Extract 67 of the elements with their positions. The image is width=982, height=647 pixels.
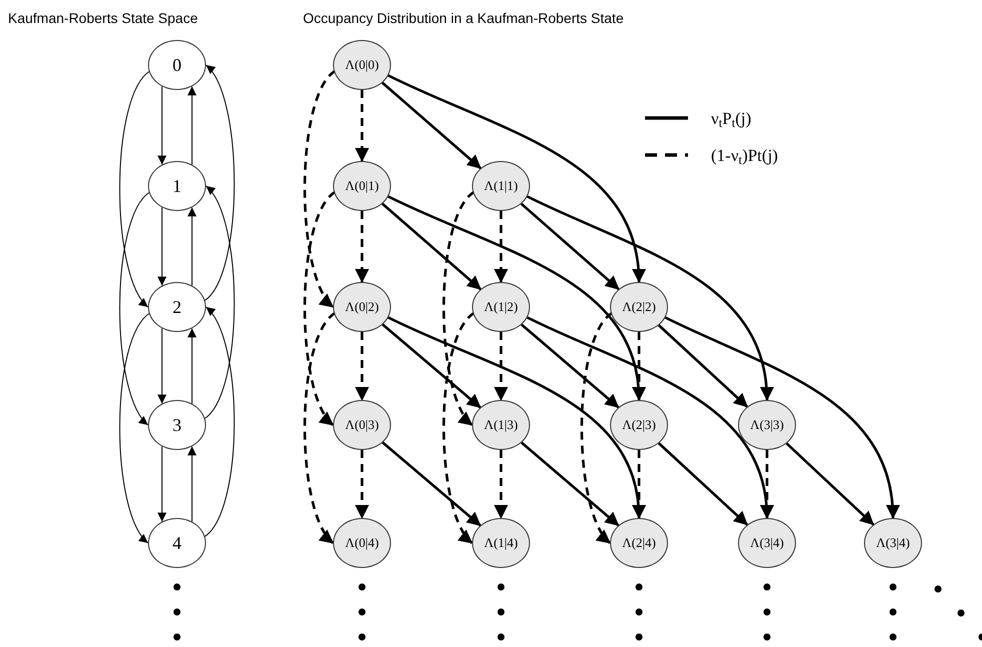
arrow [204,306,235,538]
state-ellipse: Λ(1|2) [472,282,530,332]
arrow [388,74,645,283]
arrow [119,312,150,544]
arrow [188,206,196,286]
state-ellipse: Λ(1|4) [472,518,530,568]
arrow [158,328,166,404]
arrow [632,332,646,401]
state-ellipse: Λ(2|2) [610,282,668,332]
state-ellipse: Λ(2|3) [610,400,668,450]
state-ellipse: Λ(3|4) [864,518,922,568]
arrow [188,446,196,522]
state-ellipse: Λ(0|1) [333,161,391,211]
arrow [658,324,748,408]
state-ellipse: Λ(0|4) [333,518,391,568]
arrow [520,442,620,526]
arrow [355,90,369,162]
arrow [382,442,482,526]
arrow [119,192,150,426]
arrow [520,202,620,290]
state-circle: 4 [148,518,206,568]
state-ellipse: Λ(2|4) [610,518,668,568]
state-circle: 1 [148,161,206,211]
state-ellipse: Λ(0|2) [333,282,391,332]
arrow [580,312,613,544]
arrow [303,191,336,426]
diagram-heading: Kaufman-Roberts State Space [8,9,198,28]
state-ellipse: Λ(0|0) [333,40,391,90]
arrow [494,211,508,283]
state-ellipse: Λ(0|3) [333,400,391,450]
arrow [760,450,774,519]
arrow [158,446,166,522]
arrow [494,332,508,401]
arrow [204,186,235,420]
arrow [204,64,235,302]
arrow [442,191,475,426]
state-ellipse: Λ(1|3) [472,400,530,450]
arrow [382,202,482,290]
state-ellipse: Λ(3|3) [738,400,796,450]
diagram-heading: Occupancy Distribution in a Kaufman-Roberts State [303,9,624,28]
legend-text: ν$_{t}$P$_{t}$(j) [711,109,752,129]
arrow [494,450,508,519]
arrow [664,316,899,519]
legend-text: (1-ν$_{t}$)Pt(j) [711,146,778,166]
arrow [632,450,646,519]
arrow [303,70,336,308]
arrow [382,82,482,170]
state-ellipse: Λ(3|4) [738,518,796,568]
arrow [303,312,336,544]
arrow [158,86,166,166]
state-circle: 2 [148,282,206,332]
arrow [158,206,166,286]
arrow [188,328,196,404]
arrow [188,86,196,166]
arrow [119,70,150,308]
arrow [658,442,748,526]
arrow [355,450,369,519]
arrow [520,324,620,408]
arrow [382,324,482,408]
state-ellipse: Λ(1|1) [472,161,530,211]
arrow [526,195,773,401]
arrow [355,332,369,401]
arrow [442,312,475,544]
arrow [355,211,369,283]
state-circle: 0 [148,40,206,90]
state-circle: 3 [148,400,206,450]
arrow [786,442,874,526]
